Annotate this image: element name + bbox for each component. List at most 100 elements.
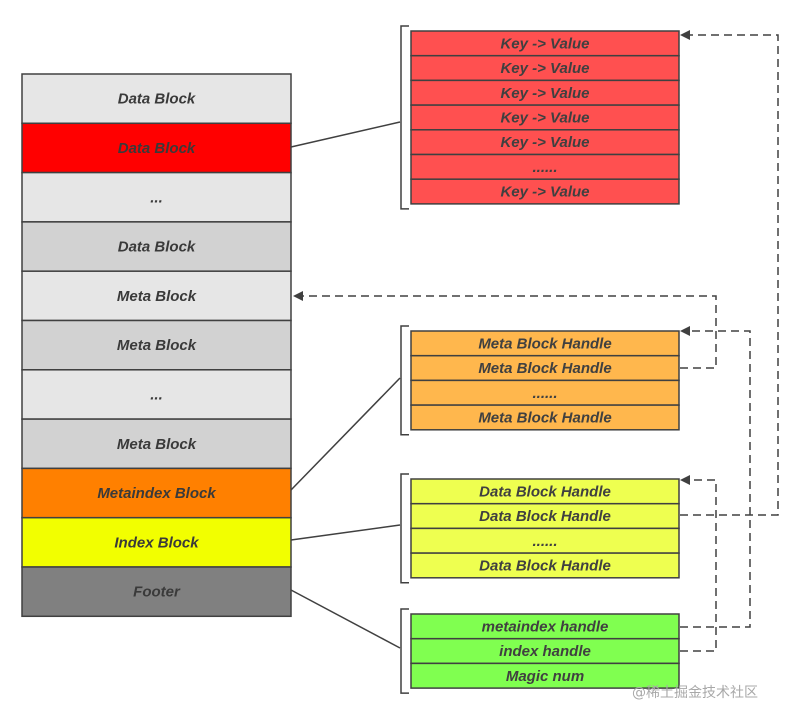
- sstable-block-box: [21, 516, 292, 568]
- detail-row: Magic num: [410, 662, 680, 689]
- detail-row-label: Key -> Value: [500, 85, 589, 102]
- sstable-block-box: [21, 319, 292, 371]
- detail-row-box: [410, 79, 680, 106]
- detail-row-label: Key -> Value: [500, 35, 589, 52]
- sstable-block-label: Data Block: [118, 140, 196, 157]
- detail-row-box: [410, 502, 680, 530]
- detail-row: Key -> Value: [410, 104, 680, 131]
- detail-row-box: [410, 662, 680, 689]
- sstable-block: Index Block: [21, 516, 292, 568]
- sstable-block-label: Metaindex Block: [97, 485, 216, 502]
- sstable-block: ...: [21, 171, 292, 223]
- sstable-block-box: [21, 73, 292, 125]
- detail-row-label: Key -> Value: [500, 60, 589, 77]
- arrow-meta-handle-to-meta-block: [293, 291, 717, 369]
- sstable-block-box: [21, 221, 292, 272]
- detail-row-box: [410, 178, 680, 205]
- detail-row: ......: [410, 379, 680, 406]
- sstable-block-label: ...: [150, 189, 163, 206]
- detail-row-label: Key -> Value: [500, 134, 589, 151]
- detail-row-label: ......: [532, 159, 557, 176]
- detail-row-label: Meta Block Handle: [478, 335, 611, 352]
- detail-row-label: ......: [532, 385, 557, 402]
- detail-row: Meta Block Handle: [410, 354, 680, 382]
- connector-index-block: [290, 524, 401, 541]
- detail-row: ......: [410, 153, 680, 180]
- detail-row-label: Meta Block Handle: [478, 409, 611, 426]
- arrow-data-handle-to-data-block: [680, 30, 779, 516]
- detail-row-label: Key -> Value: [500, 184, 589, 201]
- connector-data-block: [290, 121, 401, 148]
- sstable-block-box: [21, 566, 292, 618]
- detail-row: Key -> Value: [410, 54, 680, 82]
- detail-row-box: [410, 404, 680, 431]
- arrow-metaindex-handle-to-metaindex: [680, 326, 751, 628]
- detail-row-box: [410, 330, 680, 357]
- sstable-block-label: Data Block: [118, 91, 196, 108]
- detail-row-label: index handle: [499, 643, 591, 660]
- sstable-block-label: Meta Block: [117, 288, 197, 305]
- sstable-block-label: ...: [150, 386, 163, 403]
- connector-lines: [290, 121, 401, 649]
- sstable-block: Metaindex Block: [21, 467, 292, 519]
- sstable-block-label: Data Block: [118, 239, 196, 256]
- detail-row: ......: [410, 527, 680, 554]
- group-bracket: [400, 325, 409, 436]
- arrow-index-handle-to-index: [680, 475, 717, 652]
- sstable-block: Footer: [21, 566, 292, 618]
- detail-row-label: Data Block Handle: [479, 508, 611, 525]
- detail-row-box: [410, 354, 680, 382]
- detail-row-label: Data Block Handle: [479, 483, 611, 500]
- dashed-arrows: [293, 30, 779, 652]
- sstable-block-box: [21, 122, 292, 174]
- connector-metaindex-block: [290, 377, 401, 491]
- sstable-block: Meta Block: [21, 418, 292, 470]
- detail-row: Key -> Value: [410, 79, 680, 106]
- detail-row-label: ......: [532, 533, 557, 550]
- sstable-block-label: Footer: [133, 584, 181, 601]
- detail-row-box: [410, 478, 680, 505]
- connector-footer: [290, 589, 401, 649]
- detail-row-label: Data Block Handle: [479, 557, 611, 574]
- detail-row-label: Magic num: [506, 668, 584, 685]
- sstable-block: Data Block: [21, 73, 292, 125]
- detail-row-label: Key -> Value: [500, 109, 589, 126]
- sstable-block: Meta Block: [21, 319, 292, 371]
- watermark: @稀土掘金技术社区: [632, 685, 758, 701]
- detail-row: Meta Block Handle: [410, 404, 680, 431]
- detail-row: metaindex handle: [410, 613, 680, 640]
- detail-row: Data Block Handle: [410, 502, 680, 530]
- detail-row-label: Meta Block Handle: [478, 360, 611, 377]
- group-bracket: [400, 25, 409, 210]
- sstable-block-label: Meta Block: [117, 337, 197, 354]
- detail-row-box: [410, 129, 680, 156]
- sstable-block: Meta Block: [21, 270, 292, 322]
- sstable-block: Data Block: [21, 221, 292, 272]
- detail-row-box: [410, 153, 680, 180]
- detail-row: Data Block Handle: [410, 552, 680, 579]
- detail-row: Meta Block Handle: [410, 330, 680, 357]
- sstable-block: Data Block: [21, 122, 292, 174]
- detail-row-box: [410, 613, 680, 640]
- detail-row-box: [410, 379, 680, 406]
- group-bracket: [400, 608, 409, 694]
- detail-row: Data Block Handle: [410, 478, 680, 505]
- group-bracket: [400, 473, 409, 584]
- sstable-block-box: [21, 171, 292, 223]
- detail-row: Key -> Value: [410, 129, 680, 156]
- detail-row: Key -> Value: [410, 30, 680, 57]
- sstable-block: ...: [21, 369, 292, 420]
- detail-row: Key -> Value: [410, 178, 680, 205]
- sstable-block-label: Index Block: [114, 534, 199, 551]
- sstable-block-label: Meta Block: [117, 436, 197, 453]
- sstable-block-box: [21, 418, 292, 470]
- detail-row-box: [410, 30, 680, 57]
- detail-row-label: metaindex handle: [482, 618, 609, 635]
- detail-row-box: [410, 552, 680, 579]
